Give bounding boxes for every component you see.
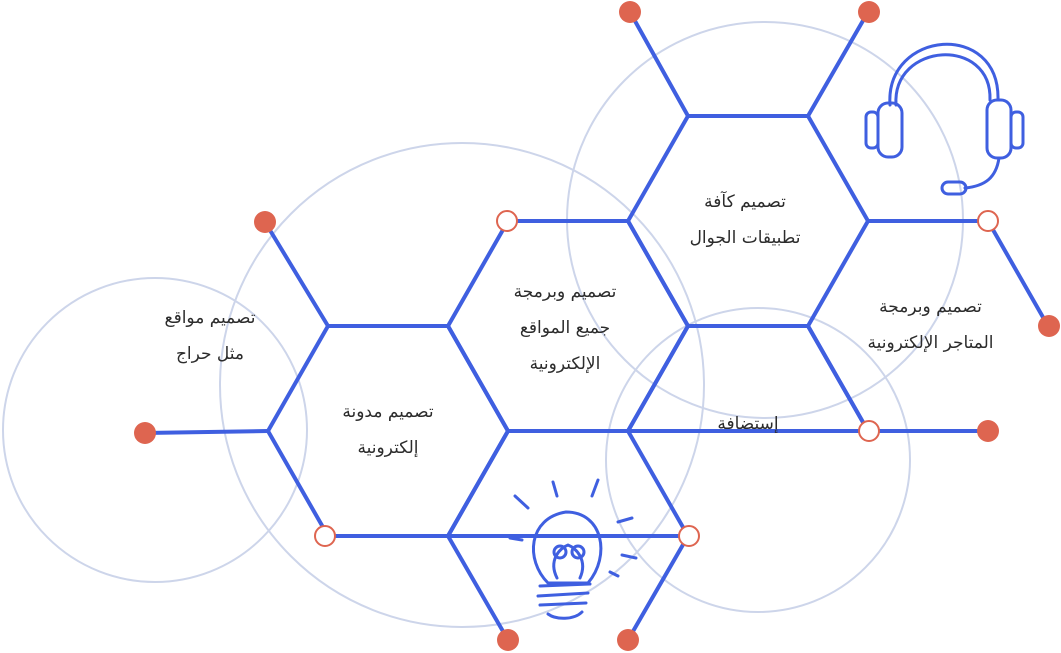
node-dot [617, 629, 639, 651]
lightbulb-icon [508, 478, 638, 620]
spoke [628, 10, 690, 118]
node-ring [496, 210, 518, 232]
node-ring [858, 420, 880, 442]
node-dot [497, 629, 519, 651]
label-ecommerce-stores: تصميم وبرمجة المتاجر الإلكترونية [838, 289, 1023, 361]
node-ring [977, 210, 999, 232]
label-line: إستضافة [717, 414, 779, 434]
label-all-websites: تصميم وبرمجة جميع المواقع الإلكترونية [475, 274, 655, 382]
node-ring [314, 525, 336, 547]
label-line: تصميم مواقع [164, 308, 256, 328]
hexagon-lightbulb [446, 429, 690, 538]
label-line: تصميم كآفة [704, 192, 786, 212]
bg-circle-left [2, 277, 308, 583]
node-dot [977, 420, 999, 442]
label-blog-design: تصميم مدونة إلكترونية [298, 394, 478, 466]
spoke [806, 324, 870, 433]
bg-circle-bottom-right [605, 307, 911, 613]
spoke [446, 534, 510, 642]
label-line: المتاجر الإلكترونية [867, 333, 994, 353]
spoke [143, 429, 270, 435]
label-hosting: إستضافة [668, 406, 828, 442]
node-dot [619, 1, 641, 23]
label-line: تطبيقات الجوال [689, 228, 801, 248]
spoke [806, 10, 870, 118]
node-dot [254, 211, 276, 233]
label-line: مثل حراج [175, 344, 245, 364]
node-dot [134, 422, 156, 444]
spoke [986, 219, 1050, 328]
label-line: تصميم وبرمجة [513, 282, 617, 302]
label-sites-like-haraj: تصميم مواقع مثل حراج [120, 300, 300, 372]
label-mobile-apps: تصميم كآفة تطبيقات الجوال [655, 184, 835, 256]
label-line: جميع المواقع [519, 318, 611, 338]
headset-icon [864, 42, 1025, 196]
node-ring [678, 525, 700, 547]
label-line: إلكترونية [357, 438, 419, 458]
label-line: تصميم مدونة [342, 402, 434, 422]
label-line: الإلكترونية [529, 354, 601, 374]
node-dot [858, 1, 880, 23]
spoke [263, 220, 330, 328]
node-dot [1038, 315, 1060, 337]
spoke [626, 534, 690, 642]
label-line: تصميم وبرمجة [879, 297, 982, 317]
bg-circle-center [219, 142, 705, 628]
